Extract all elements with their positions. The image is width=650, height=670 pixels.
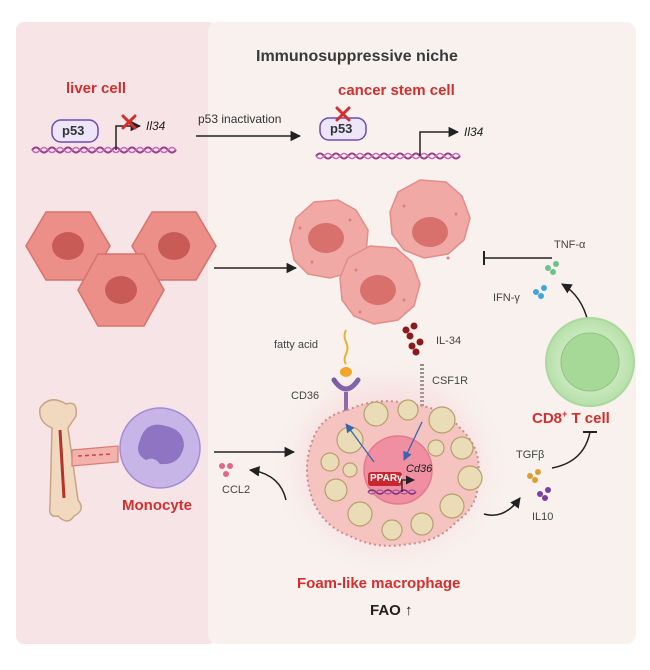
cd36-induction-arrow: [345, 423, 375, 463]
cd8-t-cell-label: CD8+ T cell: [532, 409, 610, 427]
cd36-label: CD36: [291, 390, 320, 402]
cd36-gene-label: Cd36: [406, 463, 433, 475]
il34-molecules: [402, 322, 424, 356]
monocyte-cell: [119, 407, 201, 489]
cd36-promoter-arrow: [401, 475, 415, 492]
tcell-suppression-path: [551, 431, 591, 469]
cancer-p53-label: p53: [330, 121, 353, 136]
cancer-stem-cells: [289, 179, 471, 325]
ccl2-secretion-arrow: [248, 466, 287, 501]
cancer-p53-box: [319, 117, 367, 141]
left-panel: [16, 22, 216, 644]
nucleus-dna: [367, 489, 417, 495]
cancer-stem-cell-label: cancer stem cell: [338, 82, 455, 99]
fatty-acid-label: fatty acid: [274, 339, 319, 351]
monocyte-label: Monocyte: [122, 497, 193, 514]
tnf-alpha-molecules: [545, 261, 559, 275]
blood-vessel: [71, 445, 119, 467]
il34-label: IL-34: [436, 335, 462, 347]
liver-dna-strand: [31, 146, 177, 154]
bone-icon: [39, 399, 82, 522]
csf1r-label: CSF1R: [432, 375, 469, 387]
cancer-il34-gene: Il34: [464, 125, 484, 139]
il10-molecules: [537, 487, 551, 501]
macrophage-label: Foam-like macrophage: [297, 575, 461, 592]
ppar-gamma-box: [368, 472, 402, 486]
liver-il34-gene: Il34: [146, 119, 166, 133]
cancer-dna-strand: [315, 152, 461, 160]
cd8-t-cell: [545, 317, 635, 407]
macrophage-nucleus: [363, 435, 433, 505]
tnf-alpha-label: TNF-α: [554, 239, 586, 251]
transition-label: p53 inactivation: [198, 112, 282, 126]
csf1r-signal-arrow: [403, 421, 423, 461]
tgfb-label: TGFβ: [516, 449, 545, 461]
liver-cells: [25, 211, 217, 327]
cancer-promoter-arrow: [419, 126, 460, 156]
lipid-droplets: [320, 399, 483, 541]
ppar-gamma-label: PPARγ: [370, 473, 403, 484]
liver-p53-box: [51, 119, 99, 143]
blocked-x-icon: [121, 114, 137, 130]
macrophage-secretion-arrow: [483, 497, 521, 516]
liver-p53-label: p53: [62, 123, 85, 138]
ccl2-molecules: [219, 463, 233, 477]
diagram-title: Immunosuppressive niche: [256, 48, 458, 65]
il10-label: IL10: [532, 511, 554, 523]
p53-lost-x-icon: [335, 106, 351, 122]
tgfb-molecules: [527, 469, 541, 483]
liver-cell-label: liver cell: [66, 80, 127, 97]
ifn-gamma-molecules: [533, 285, 547, 299]
fao-label: FAO ↑: [370, 602, 413, 619]
fatty-acid-chain: [343, 329, 349, 365]
ifn-gamma-label: IFN-γ: [493, 292, 520, 304]
up-arrow-icon: ↑: [405, 602, 413, 619]
ccl2-label: CCL2: [222, 484, 251, 496]
